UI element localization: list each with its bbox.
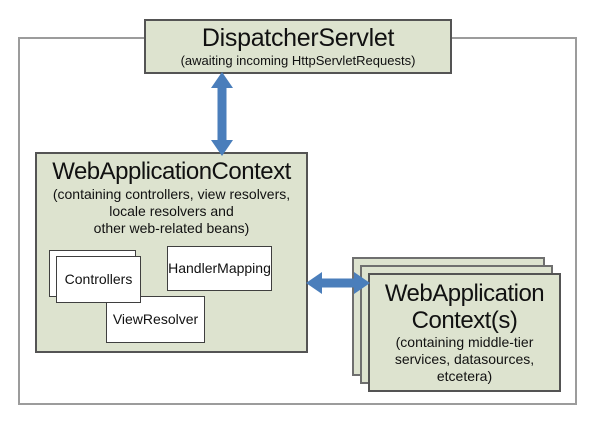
controllers-box: Controllers bbox=[56, 256, 141, 303]
root-context-subtitle-line3: etcetera) bbox=[436, 368, 493, 384]
wac-subtitle-line1: (containing controllers, view resolvers, bbox=[52, 186, 291, 202]
root-context-subtitle-line2: services, datasources, bbox=[394, 351, 535, 367]
dispatcher-servlet-subtitle: (awaiting incoming HttpServletRequests) bbox=[180, 53, 416, 68]
dispatcher-servlet-box: DispatcherServlet (awaiting incoming Htt… bbox=[144, 19, 452, 74]
wac-subtitle-line2: locale resolvers and bbox=[109, 203, 234, 219]
root-context-title-line2: Context(s) bbox=[411, 307, 518, 334]
web-application-context-title: WebApplicationContext bbox=[52, 158, 291, 185]
root-context-subtitle-line1: (containing middle-tier bbox=[395, 334, 534, 350]
root-context-title-line1: WebApplication bbox=[384, 280, 545, 307]
wac-subtitle-line3: other web-related beans) bbox=[93, 220, 250, 236]
handler-mapping-box: HandlerMapping bbox=[167, 246, 272, 291]
root-context-box: WebApplication Context(s) (containing mi… bbox=[368, 273, 561, 392]
dispatcher-servlet-title: DispatcherServlet bbox=[201, 24, 395, 52]
view-resolver-box: ViewResolver bbox=[106, 296, 205, 343]
